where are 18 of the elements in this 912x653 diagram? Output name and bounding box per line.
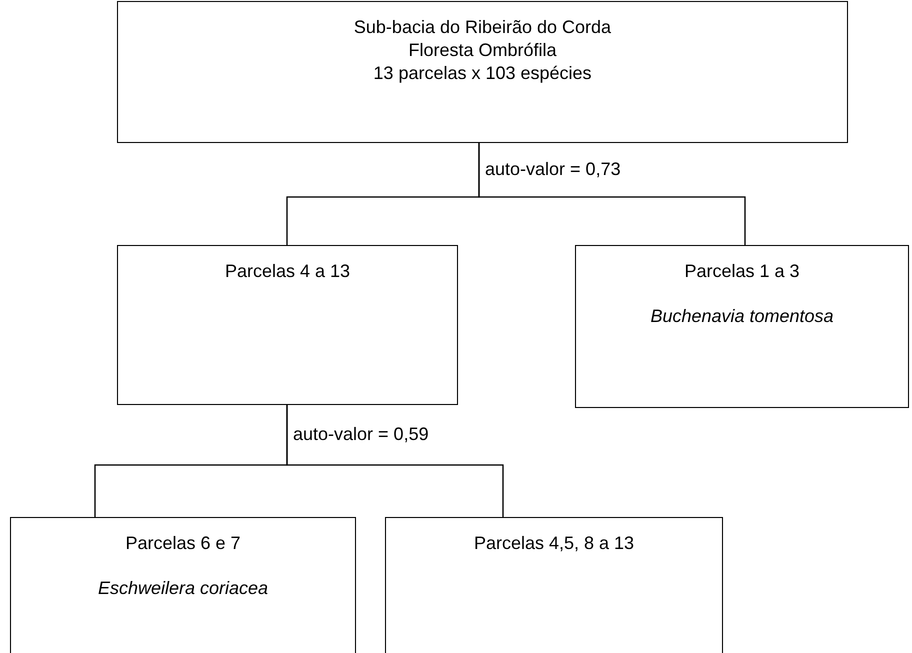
box-text: Parcelas 6 e 7 — [125, 532, 241, 555]
box-text: Parcelas 4,5, 8 a 13 — [474, 532, 634, 555]
edge-label: auto-valor = 0,73 — [483, 160, 623, 178]
connector-line — [286, 405, 504, 517]
species-name: Eschweilera coriacea — [98, 577, 268, 600]
box-text: Sub-bacia do Ribeirão do Corda — [354, 16, 612, 39]
connector-line — [478, 143, 746, 245]
box-text: Parcelas 1 a 3 — [684, 260, 800, 283]
box-text: Parcelas 4 a 13 — [224, 260, 350, 283]
box-text: 13 parcelas x 103 espécies — [373, 62, 592, 85]
process-box — [117, 245, 458, 405]
process-box — [10, 517, 356, 653]
species-name: Buchenavia tomentosa — [650, 305, 834, 328]
box-text: Floresta Ombrófila — [408, 39, 557, 62]
process-box — [385, 517, 723, 653]
process-box — [117, 1, 848, 143]
process-box — [575, 245, 909, 408]
edge-label: auto-valor = 0,59 — [291, 425, 431, 443]
